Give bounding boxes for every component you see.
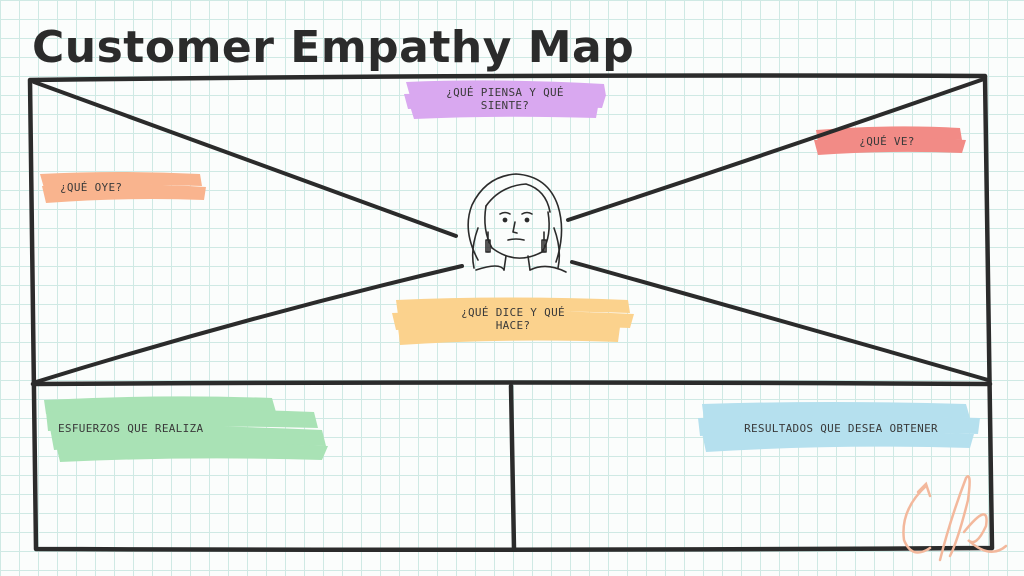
brush-gains: [698, 402, 980, 452]
label-gains: RESULTADOS QUE DESEA OBTENER: [744, 422, 938, 435]
brush-say-do: [392, 297, 634, 345]
signature-decoration: [902, 475, 1008, 562]
brush-hear: [40, 172, 206, 203]
label-say-do: ¿QUÉ DICE Y QUÉ HACE?: [461, 306, 565, 332]
diagonal-lines: [32, 77, 990, 384]
brush-pains: [44, 396, 328, 462]
page-title: Customer Empathy Map: [32, 22, 635, 73]
map-frame: [27, 73, 995, 553]
brush-think-feel: [404, 80, 606, 119]
brush-see: [814, 126, 966, 155]
label-see: ¿QUÉ VE?: [859, 135, 915, 148]
label-pains: ESFUERZOS QUE REALIZA: [58, 422, 204, 435]
person-illustration: [467, 173, 567, 273]
label-think-feel: ¿QUÉ PIENSA Y QUÉ SIENTE?: [446, 86, 564, 112]
label-hear: ¿QUÉ OYE?: [60, 181, 123, 194]
